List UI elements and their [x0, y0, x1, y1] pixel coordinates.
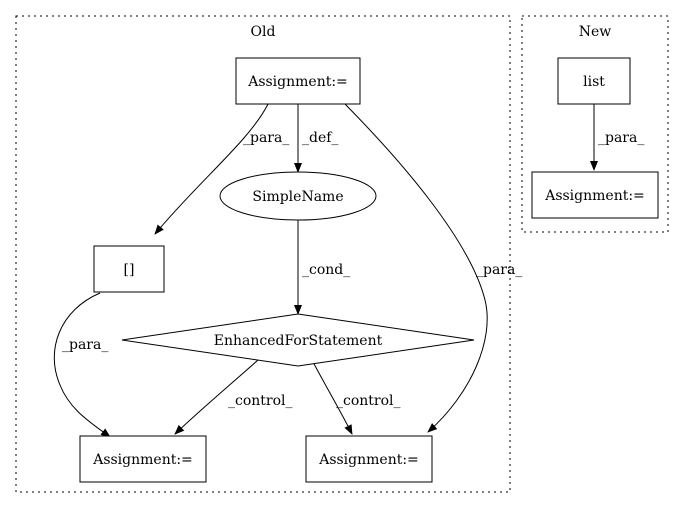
- edge-label-control-1: _control_: [228, 393, 293, 409]
- node-list-label: list: [583, 74, 605, 90]
- edge-for-to-left-assign: _control_: [174, 359, 293, 435]
- edge-top-to-right-assign: _para_: [344, 103, 522, 433]
- node-old-assignment-top: Assignment:=: [235, 57, 361, 105]
- node-new-assignment: Assignment:=: [531, 171, 659, 219]
- node-list: list: [557, 57, 631, 105]
- node-enhanced-for: EnhancedForStatement: [121, 313, 475, 367]
- edge-brackets-to-left-assign: _para_: [53, 292, 111, 438]
- edge-simplename-to-for: _cond_: [294, 220, 350, 315]
- edge-top-to-simplename: _def_: [294, 104, 338, 173]
- edge-label-cond: _cond_: [302, 262, 350, 278]
- cluster-old-label: Old: [251, 24, 276, 40]
- node-new-assignment-label: Assignment:=: [544, 188, 645, 204]
- edge-label-control-2: _control_: [336, 393, 401, 409]
- edge-label-para-2: _para_: [476, 262, 522, 278]
- edge-list-to-new-assign: _para_: [590, 104, 644, 171]
- edge-label-def: _def_: [302, 130, 338, 146]
- node-old-assignment-right: Assignment:=: [305, 435, 433, 483]
- node-enhanced-for-label: EnhancedForStatement: [214, 333, 383, 349]
- edge-label-para-3: _para_: [62, 337, 108, 353]
- edge-label-para-1: _para_: [243, 130, 289, 146]
- node-old-assignment-left: Assignment:=: [79, 435, 207, 483]
- edge-top-to-brackets: _para_: [154, 103, 289, 235]
- node-old-assignment-left-label: Assignment:=: [92, 452, 193, 468]
- cluster-new: New: [521, 15, 669, 233]
- cluster-new-label: New: [579, 24, 612, 40]
- node-brackets-label: []: [124, 262, 135, 278]
- node-simple-name-label: SimpleName: [252, 189, 343, 205]
- node-old-assignment-top-label: Assignment:=: [247, 74, 348, 90]
- edge-for-to-right-assign: _control_: [311, 359, 401, 435]
- node-brackets: []: [93, 245, 165, 293]
- edge-label-para-4: _para_: [598, 130, 644, 146]
- cluster-old: Old: [15, 15, 511, 493]
- node-simple-name: SimpleName: [219, 171, 377, 221]
- node-old-assignment-right-label: Assignment:=: [318, 452, 419, 468]
